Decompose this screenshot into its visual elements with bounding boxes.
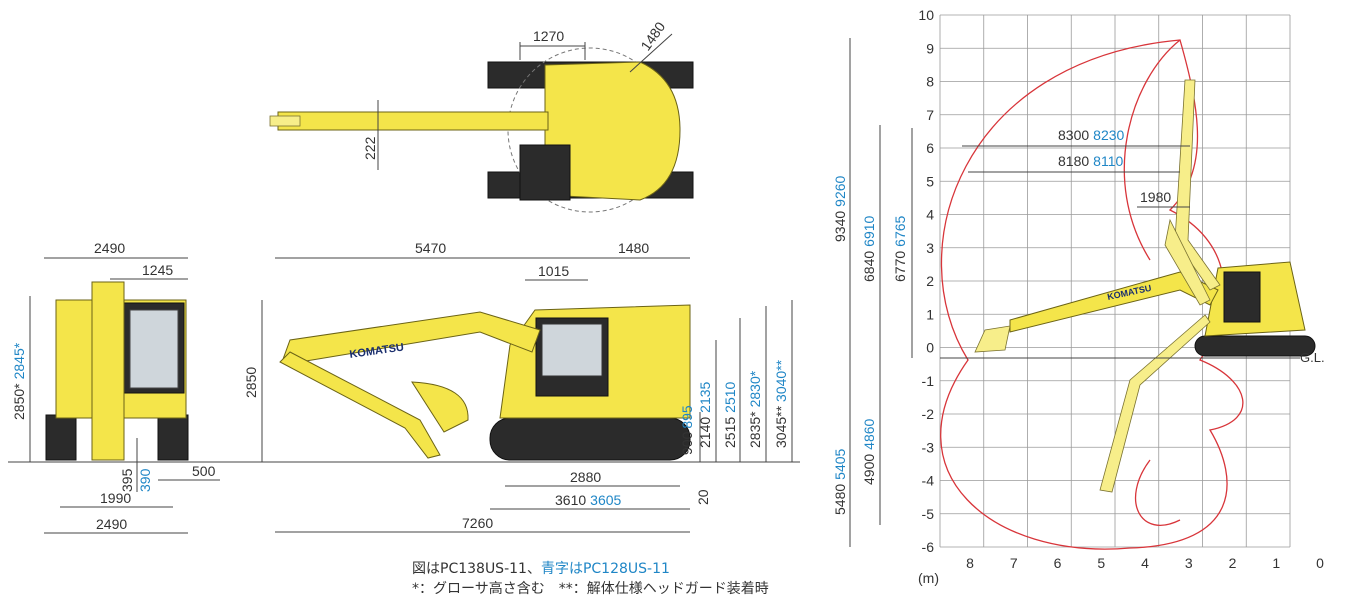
footnote-line2: *：グローサ高さ含む **：解体仕様ヘッドガード装着時 — [412, 580, 769, 595]
y-tick-label: 1 — [926, 306, 934, 322]
side-dim-7260: 7260 — [462, 515, 493, 531]
x-tick-label: 8 — [966, 555, 974, 571]
y-tick-label: -6 — [922, 539, 935, 555]
x-tick-label: 2 — [1229, 555, 1237, 571]
reach-envelope-curve — [940, 39, 1244, 550]
side-dim-900: 900895 — [679, 405, 695, 455]
side-track — [489, 417, 691, 461]
top-bucket — [269, 115, 301, 127]
front-dim-clearance: 395 — [119, 468, 135, 492]
wr-ghost-arm-low — [1099, 314, 1211, 493]
side-dim-3045: 3045**3040** — [773, 359, 789, 448]
x-tick-label: 7 — [1010, 555, 1018, 571]
side-dim-2140: 21402135 — [697, 381, 713, 448]
y-tick-label: -1 — [922, 373, 935, 389]
side-dim-2850: 2850 — [243, 367, 259, 398]
side-bucket — [411, 381, 469, 433]
wr-dim-dump-height-2: 67706765 — [892, 215, 908, 282]
x-tick-label: 6 — [1054, 555, 1062, 571]
top-boom — [277, 111, 549, 131]
y-tick-label: 5 — [926, 173, 934, 189]
front-track-right — [157, 414, 189, 461]
side-cab-window — [541, 323, 603, 377]
top-dim-1270: 1270 — [533, 28, 564, 44]
front-dim-width-top: 2490 — [94, 240, 125, 256]
x-tick-label: 3 — [1185, 555, 1193, 571]
footnote-line1: 図はPC138US-11、青字はPC128US-11 — [412, 561, 670, 577]
x-tick-label: 0 — [1316, 555, 1324, 571]
front-dim-shoe: 500 — [192, 463, 216, 479]
y-tick-label: 3 — [926, 240, 934, 256]
top-view: 1270 1480 222 — [269, 19, 694, 213]
wr-dim-depth-2: 49004860 — [861, 418, 877, 485]
front-view: 2490 1245 2850*2845* 395 390 500 1990 24… — [11, 240, 220, 534]
wr-bucket — [974, 325, 1011, 353]
y-tick-label: 7 — [926, 107, 934, 123]
wr-track — [1194, 335, 1316, 357]
side-dim-20: 20 — [695, 489, 711, 505]
working-range-grid — [939, 14, 1291, 548]
y-tick-label: 9 — [926, 40, 934, 56]
front-dim-half-width: 1245 — [142, 262, 173, 278]
side-dim-2835: 2835*2830* — [747, 370, 763, 448]
wr-ghost-arm-mid — [1164, 218, 1211, 306]
front-cab-window — [129, 309, 179, 389]
y-tick-label: -5 — [922, 506, 935, 522]
y-tick-label: 10 — [918, 7, 934, 23]
footnote: 図はPC138US-11、青字はPC128US-11 *：グローサ高さ含む **… — [412, 561, 769, 595]
x-tick-label: 1 — [1272, 555, 1280, 571]
front-dim-gauge: 1990 — [100, 490, 131, 506]
wr-dim-dump-height: 68406910 — [861, 215, 877, 282]
side-dim-2515: 25152510 — [722, 381, 738, 448]
front-track-left — [45, 414, 77, 461]
y-tick-label: -4 — [922, 473, 935, 489]
side-dim-1015: 1015 — [538, 263, 569, 279]
y-tick-label: -3 — [922, 439, 935, 455]
top-cab — [519, 144, 571, 201]
top-upper-structure — [544, 61, 681, 201]
y-tick-label: 6 — [926, 140, 934, 156]
front-dim-clearance-blue: 390 — [137, 468, 153, 492]
wr-cab — [1223, 271, 1261, 323]
y-tick-label: 0 — [926, 340, 934, 356]
side-boom — [281, 311, 541, 363]
side-arm — [279, 351, 441, 459]
side-dim-2880: 2880 — [570, 469, 601, 485]
y-tick-label: 4 — [926, 207, 934, 223]
working-range-x-ticks: 8 7 6 5 4 3 2 1 0 — [966, 555, 1324, 571]
x-tick-label: 5 — [1097, 555, 1105, 571]
x-tick-label: 4 — [1141, 555, 1149, 571]
ground-line-label: G.L. — [1300, 350, 1325, 365]
wr-boom — [1009, 271, 1219, 333]
front-dim-height: 2850*2845* — [11, 342, 27, 420]
front-dim-width-bottom: 2490 — [96, 516, 127, 532]
top-dim-1480: 1480 — [637, 19, 668, 54]
y-tick-label: -2 — [922, 406, 935, 422]
x-unit-label: (m) — [918, 570, 939, 586]
reach-inner-curve-lower — [1134, 459, 1181, 526]
wr-dim-offset: 1980 — [1140, 189, 1171, 205]
side-dim-5470: 5470 — [415, 240, 446, 256]
side-view: KOMATSU 5470 1480 1015 2850 21402135 251… — [243, 240, 793, 533]
front-boom — [91, 281, 125, 461]
y-tick-label: 2 — [926, 273, 934, 289]
wr-dim-max-height: 93409260 — [832, 175, 848, 242]
reach-inner-curve-upper — [1123, 39, 1181, 261]
side-dim-1480: 1480 — [618, 240, 649, 256]
top-dim-222: 222 — [362, 136, 378, 160]
y-tick-label: 8 — [926, 74, 934, 90]
wr-dim-max-depth: 54805405 — [832, 448, 848, 515]
